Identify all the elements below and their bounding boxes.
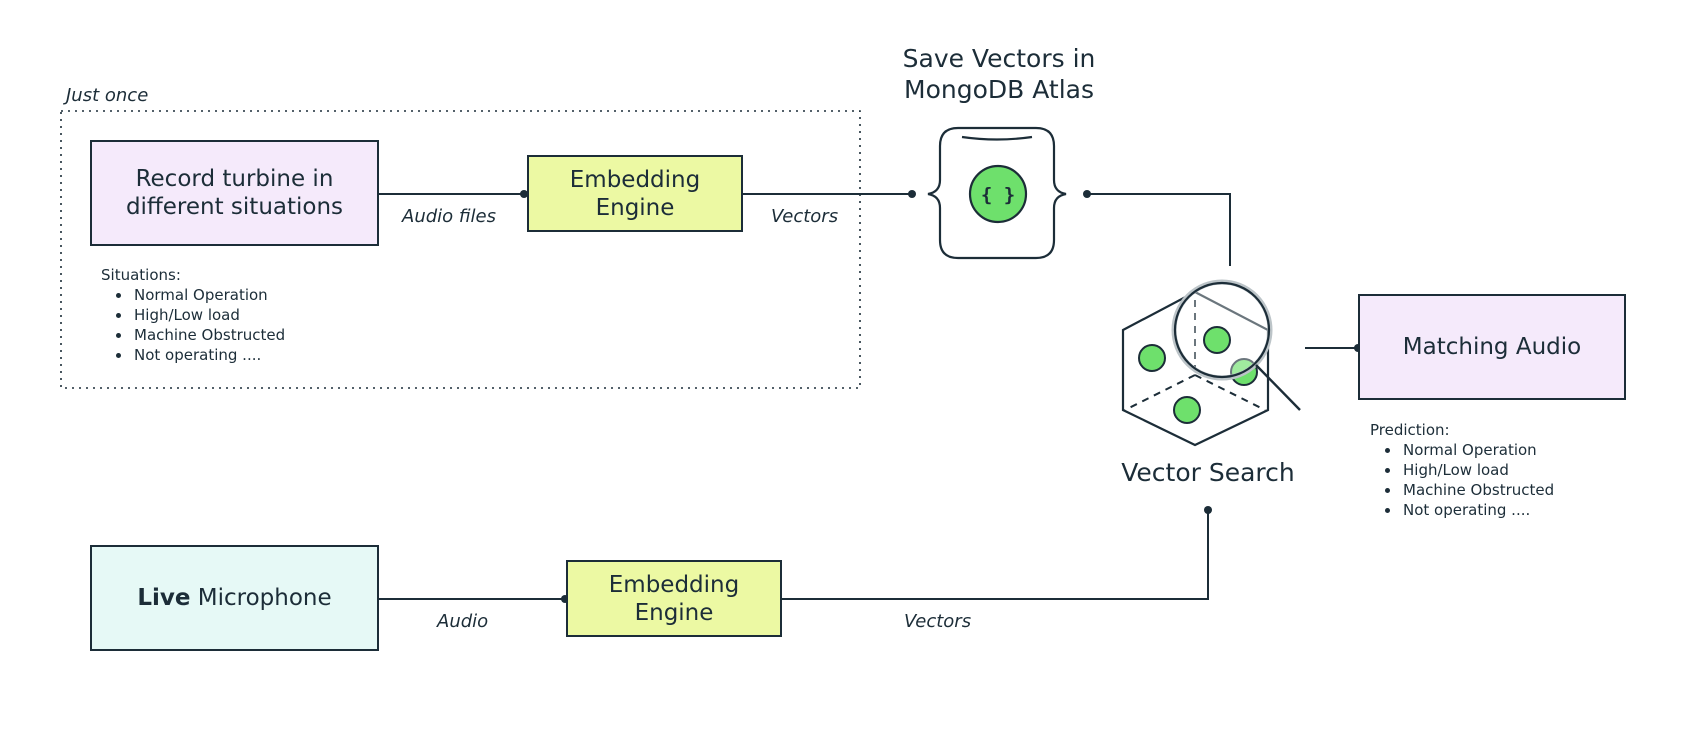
bottom-connectors bbox=[378, 510, 1209, 600]
situation-item: High/Low load bbox=[132, 305, 285, 325]
mongodb-document-icon bbox=[927, 126, 1067, 260]
prediction-item: High/Low load bbox=[1401, 460, 1554, 480]
just-once-region bbox=[60, 110, 861, 389]
situation-item: Normal Operation bbox=[132, 285, 285, 305]
top-connectors bbox=[378, 193, 1358, 349]
record-turbine-box: Record turbine in different situations bbox=[90, 140, 379, 246]
save-vectors-title: Save Vectors in MongoDB Atlas bbox=[902, 44, 1096, 104]
live-microphone-box: Live Microphone bbox=[90, 545, 379, 651]
embedding-engine-top-box: Embedding Engine bbox=[527, 155, 743, 232]
microphone-word: Microphone bbox=[190, 585, 332, 611]
audio-files-label: Audio files bbox=[402, 206, 496, 227]
prediction-item: Normal Operation bbox=[1401, 440, 1554, 460]
embedding-engine-bottom-box: Embedding Engine bbox=[566, 560, 782, 637]
audio-label: Audio bbox=[437, 611, 489, 632]
prediction-item: Not operating .... bbox=[1401, 500, 1554, 520]
situation-item: Machine Obstructed bbox=[132, 325, 285, 345]
live-word: Live bbox=[137, 585, 191, 611]
vector-search-icon bbox=[1121, 279, 1301, 447]
just-once-label: Just once bbox=[66, 85, 149, 106]
situations-list: Situations: Normal Operation High/Low lo… bbox=[101, 265, 285, 365]
prediction-item: Machine Obstructed bbox=[1401, 480, 1554, 500]
situations-title: Situations: bbox=[101, 266, 181, 284]
vectors-bottom-label: Vectors bbox=[904, 611, 972, 632]
prediction-list: Prediction: Normal Operation High/Low lo… bbox=[1370, 420, 1554, 520]
vector-search-label: Vector Search bbox=[1121, 458, 1295, 487]
vectors-top-label: Vectors bbox=[771, 206, 839, 227]
prediction-title: Prediction: bbox=[1370, 421, 1450, 439]
db-glyph: { } bbox=[981, 184, 1015, 206]
situation-item: Not operating .... bbox=[132, 345, 285, 365]
matching-audio-box: Matching Audio bbox=[1358, 294, 1626, 400]
